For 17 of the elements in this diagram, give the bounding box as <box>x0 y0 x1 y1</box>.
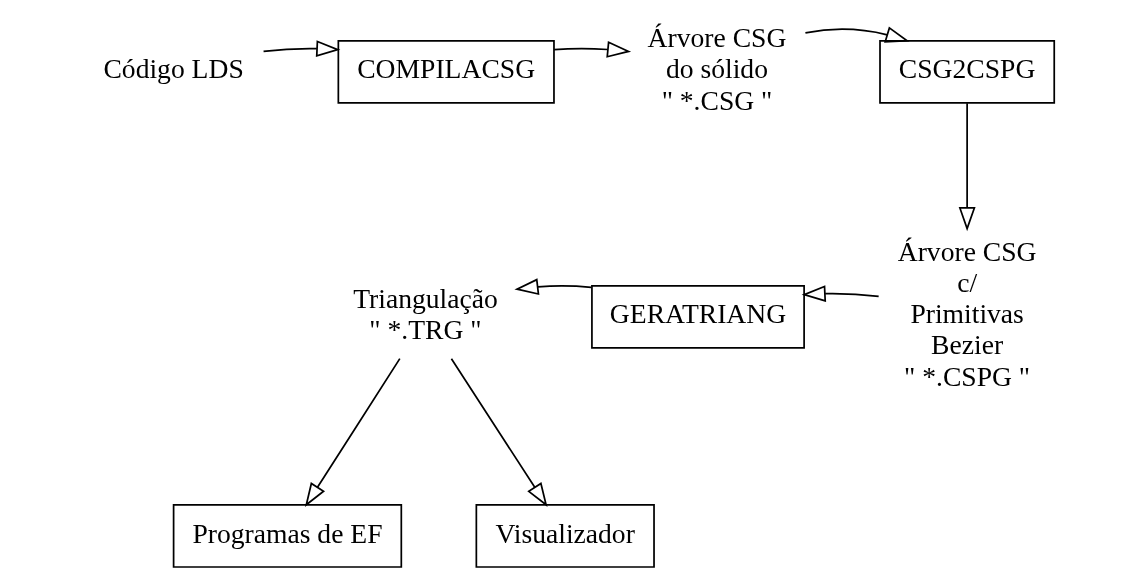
node-text: Triangulação " *.TRG " <box>353 282 498 345</box>
node-box: GERATRIANG <box>591 284 805 349</box>
arrow <box>958 102 976 232</box>
node-box: CSG2CSPG <box>879 40 1056 104</box>
arrow <box>804 26 910 43</box>
arrow <box>304 357 401 507</box>
node-box: Visualizador <box>475 504 655 568</box>
arrow <box>801 285 880 303</box>
node-text: Árvore CSG c/ Primitivas Bezier " *.CSPG " <box>897 236 1037 392</box>
node-text: Código LDS <box>103 53 244 85</box>
node-text: Árvore CSG do sólido " *.CSG " <box>647 22 787 116</box>
arrow <box>450 357 548 507</box>
arrow <box>514 278 593 296</box>
arrow <box>553 41 632 58</box>
arrow <box>262 40 341 58</box>
node-box: Programas de EF <box>172 504 403 568</box>
node-box: COMPILACSG <box>337 40 555 104</box>
